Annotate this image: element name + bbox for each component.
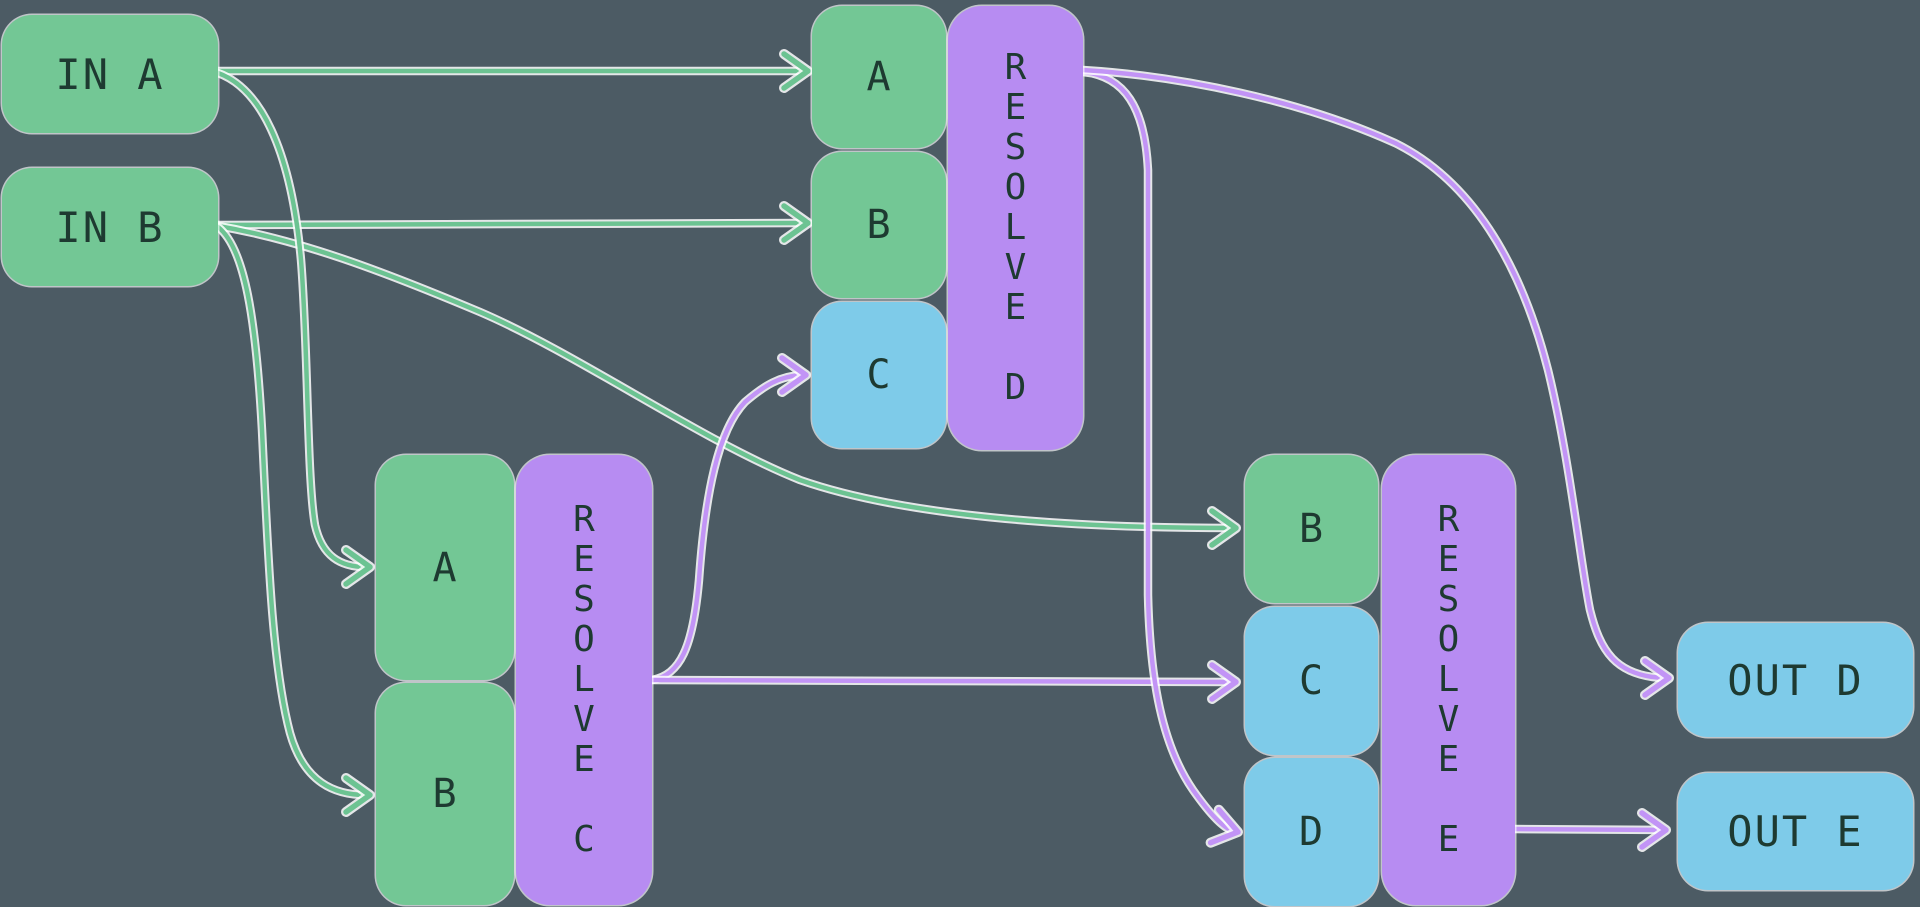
slot-d-label: D (1298, 809, 1325, 855)
arrowhead-icon (1639, 810, 1669, 850)
edge-in_b-to-d_in_b (213, 201, 813, 245)
vertical-letter: V (1004, 247, 1027, 288)
node-resolve-e-slot-c: C (1245, 607, 1378, 755)
vertical-letter: C (573, 819, 595, 860)
vertical-letter: E (1437, 539, 1460, 580)
edge-resolve_c-to-e_in_c (647, 660, 1241, 704)
vertical-letter: D (1004, 367, 1027, 408)
arrowhead-icon (343, 775, 373, 815)
vertical-letter: R (573, 499, 595, 540)
node-resolve-e-slot-b: B (1245, 455, 1378, 603)
slot-b-label: B (1298, 506, 1325, 552)
slot-c-label: C (866, 352, 892, 398)
vertical-letter (1438, 780, 1460, 820)
edge-resolve_d-to-e_in_d (1078, 67, 1243, 848)
vertical-letter: E (1437, 819, 1460, 860)
vertical-letter: V (1437, 699, 1460, 740)
slot-c-label: C (1298, 658, 1325, 704)
node-out-e-label: OUT E (1727, 807, 1864, 856)
vertical-letter: S (573, 579, 595, 620)
arrowhead-icon (343, 547, 373, 587)
node-resolve-c-slot-b: B (376, 683, 514, 905)
arrowhead-icon (781, 51, 811, 91)
node-in-b-label: IN B (55, 202, 165, 252)
vertical-letter (1005, 328, 1027, 368)
vertical-letter: E (1004, 287, 1027, 328)
node-resolve-d-slot-a: A (812, 6, 946, 148)
vertical-letter: O (573, 619, 595, 660)
vertical-letter: S (1004, 127, 1027, 168)
slot-b-label: B (866, 202, 892, 248)
vertical-letter: L (573, 659, 595, 700)
node-in-a-label: IN A (55, 49, 165, 99)
node-in-a: IN A (2, 15, 218, 133)
edge-in_b-to-c_in_b (213, 222, 375, 817)
edge-resolve_e-to-out_e (1508, 808, 1671, 852)
arrowhead-icon (1207, 806, 1241, 846)
edge-in_b-to-e_in_b (213, 221, 1241, 550)
vertical-letter: E (1004, 87, 1027, 128)
node-out-d-label: OUT D (1727, 655, 1864, 705)
node-resolve-e-slot-d: D (1245, 758, 1378, 906)
edge-resolve_c-to-d_in_c (647, 353, 811, 685)
vertical-letter: O (1004, 167, 1027, 208)
edge-in_a-to-c_in_a (213, 68, 375, 589)
arrowhead-icon (781, 203, 811, 243)
node-out-d: OUT D (1678, 623, 1913, 737)
slot-a-label: A (432, 544, 458, 591)
vertical-letter: O (1437, 619, 1460, 660)
vertical-letter: E (573, 539, 595, 580)
vertical-letter (573, 780, 595, 820)
node-out-e: OUT E (1678, 773, 1913, 890)
slot-b-label: B (432, 771, 458, 817)
vertical-letter: S (1437, 579, 1460, 620)
vertical-letter: R (1437, 499, 1460, 540)
arrowhead-icon (1209, 662, 1239, 702)
vertical-letter: V (573, 699, 595, 740)
node-in-b: IN B (2, 168, 218, 286)
arrowhead-icon (1209, 508, 1239, 548)
vertical-letter: E (1437, 739, 1460, 780)
edge-in_a-to-d_in_a (213, 49, 813, 93)
vertical-letter: L (1437, 659, 1460, 700)
arrowhead-icon (779, 355, 809, 395)
arrowhead-icon (1642, 658, 1672, 698)
vertical-letter: E (573, 739, 595, 780)
node-resolve-d-slot-b: B (812, 152, 946, 298)
vertical-letter: L (1004, 207, 1027, 248)
node-resolve-d-slot-c: C (812, 302, 946, 448)
vertical-letter: R (1004, 47, 1027, 88)
node-resolve-c-slot-a: A (376, 455, 514, 680)
slot-a-label: A (866, 54, 892, 100)
edge-resolve_d-to-out_d (1078, 65, 1674, 700)
